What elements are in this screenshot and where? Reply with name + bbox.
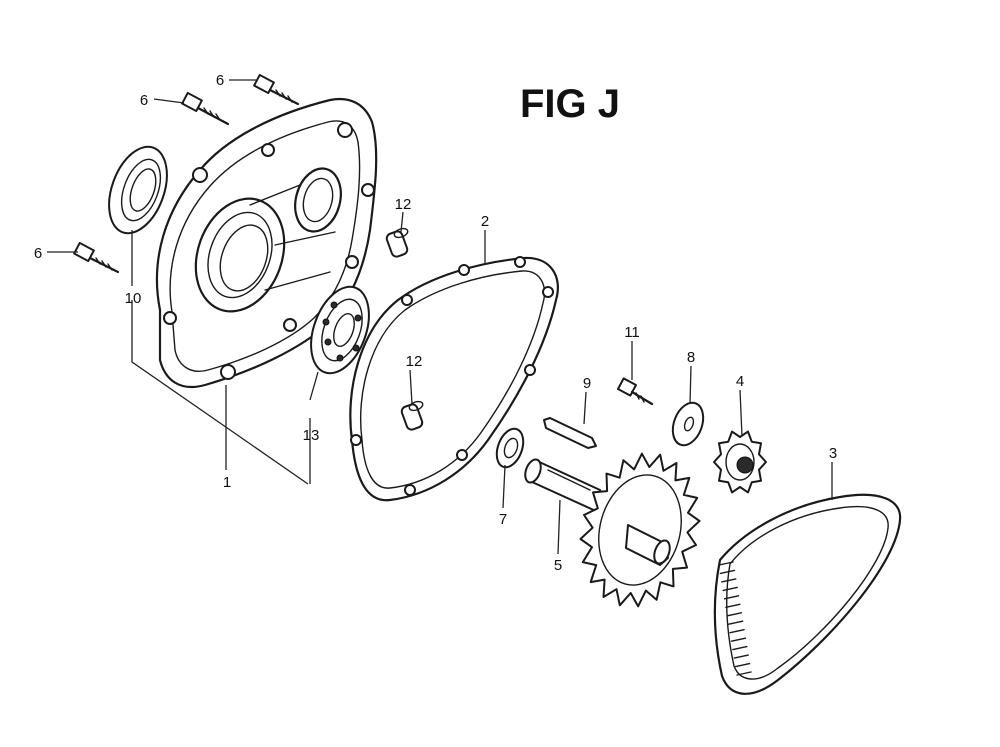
callout-8: 8 xyxy=(687,349,695,366)
callout-3: 3 xyxy=(829,445,837,462)
callout-7: 7 xyxy=(499,511,507,528)
callout-2: 2 xyxy=(481,213,489,230)
bearing-part-13 xyxy=(310,285,370,375)
callout-5: 5 xyxy=(554,557,562,574)
washer-part-7 xyxy=(495,427,525,469)
case-cover-part-1 xyxy=(155,97,378,389)
small-sprocket-part-4 xyxy=(713,430,767,494)
callout-10: 10 xyxy=(125,290,142,307)
callout-6-left: 6 xyxy=(34,245,42,262)
callout-12-lower: 12 xyxy=(406,353,423,370)
bolt-part-6-top xyxy=(253,73,300,106)
callout-labels: 6 6 6 10 1 13 12 2 12 9 11 8 4 3 7 5 xyxy=(34,72,837,574)
bolt-part-6-middle xyxy=(181,91,230,126)
callout-13: 13 xyxy=(303,427,320,444)
callout-4: 4 xyxy=(736,373,744,390)
callout-6-middle: 6 xyxy=(140,92,148,109)
key-part-9 xyxy=(543,417,597,449)
figure-title: FIG J xyxy=(520,82,620,126)
shaft-sprocket-part-5 xyxy=(524,452,701,608)
leader-lines xyxy=(47,79,833,555)
chain-part-3 xyxy=(713,493,902,695)
callout-9: 9 xyxy=(583,375,591,392)
callout-12-upper: 12 xyxy=(395,196,412,213)
washer-part-8 xyxy=(671,401,705,447)
callout-11: 11 xyxy=(624,324,640,341)
gasket-part-2 xyxy=(349,256,559,502)
callout-1: 1 xyxy=(223,474,231,491)
callout-6-top: 6 xyxy=(216,72,224,89)
bolt-part-11 xyxy=(617,377,654,406)
dowel-pin-part-12-lower xyxy=(400,400,424,431)
dowel-pin-part-12-upper xyxy=(385,227,409,258)
bolt-part-6-left xyxy=(73,241,120,274)
oil-seal-part-10 xyxy=(108,145,168,235)
